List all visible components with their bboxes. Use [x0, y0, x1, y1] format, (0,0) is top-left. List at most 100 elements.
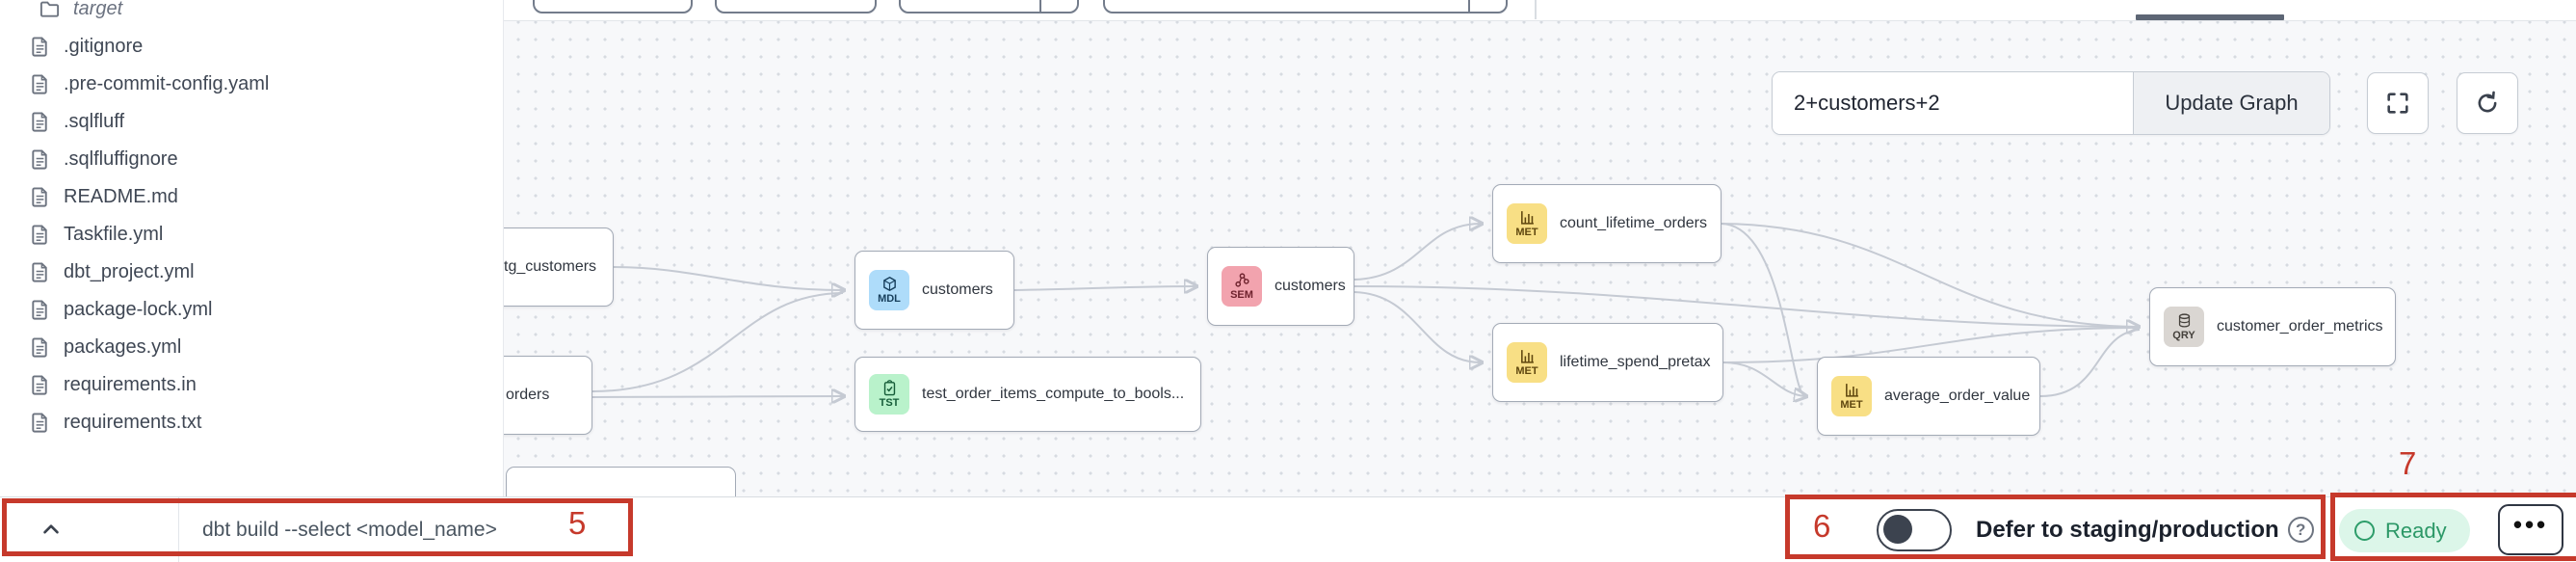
file-label: .pre-commit-config.yaml [64, 73, 270, 94]
edge [591, 396, 843, 397]
lineage-node-lifetime_spend_pretax[interactable]: MET lifetime_spend_pretax [1492, 323, 1723, 402]
active-tab-indicator [2136, 14, 2284, 20]
node-label: customers [922, 281, 993, 298]
file-row-package-lock-yml[interactable]: package-lock.yml [0, 291, 503, 329]
bottom-command-bar: dbt build --select <model_name> Defer to… [0, 496, 2576, 562]
file-row--sqlfluffignore[interactable]: .sqlfluffignore [0, 141, 503, 178]
file-icon [29, 148, 51, 171]
saved-query-icon: QRY [2164, 307, 2204, 347]
file-row-readme-md[interactable]: README.md [0, 178, 503, 216]
help-icon[interactable]: ? [2287, 517, 2314, 543]
file-list: target .gitignore .pre-commit-config.yaml.… [0, 0, 503, 442]
node-label: test_order_items_compute_to_bools... [922, 386, 1185, 402]
status-badge: Ready [2339, 509, 2470, 552]
lineage-node-test_order_items[interactable]: TST test_order_items_compute_to_bools... [854, 357, 1201, 432]
lineage-node-count_lifetime_orders[interactable]: MET count_lifetime_orders [1492, 184, 1722, 263]
file-row-target[interactable]: target [0, 0, 503, 28]
edge [613, 266, 843, 290]
status-ring-icon [2354, 521, 2375, 541]
edge [1354, 285, 2138, 327]
ellipsis-icon: ••• [2512, 509, 2549, 539]
lineage-node-average_order_value[interactable]: MET average_order_value [1817, 357, 2040, 436]
lineage-edges [591, 0, 2576, 496]
node-label: lifetime_spend_pretax [1560, 354, 1711, 370]
file-icon [29, 111, 51, 133]
toolbar-button-cutoff[interactable] [715, 0, 877, 13]
model-icon: MDL [869, 270, 909, 310]
file-label: .sqlfluff [64, 111, 124, 132]
file-row-taskfile-yml[interactable]: Taskfile.yml [0, 216, 503, 254]
edge [591, 292, 844, 392]
file-label: .gitignore [64, 36, 144, 57]
metric-icon: MET [1831, 376, 1872, 416]
toolbar-button-cutoff[interactable] [533, 0, 693, 13]
file-label: README.md [64, 186, 178, 207]
more-options-button[interactable]: ••• [2498, 504, 2563, 555]
toolbar-button-group-cutoff[interactable] [1103, 0, 1508, 13]
defer-toggle[interactable] [1877, 508, 1952, 551]
panel-divider [1535, 0, 1537, 19]
file-icon [29, 261, 51, 283]
node-label: customers [1275, 278, 1346, 294]
file-row-packages-yml[interactable]: packages.yml [0, 329, 503, 366]
lineage-node-customers_semantic[interactable]: SEM customers [1207, 247, 1354, 326]
file-explorer: target .gitignore .pre-commit-config.yaml.… [0, 0, 504, 496]
defer-label: Defer to staging/production [1976, 516, 2279, 543]
file-row-dbt-project-yml[interactable]: dbt_project.yml [0, 254, 503, 291]
edge [1722, 361, 1806, 397]
edge [1721, 223, 1805, 396]
fullscreen-button[interactable] [2367, 72, 2429, 134]
file-label: requirements.in [64, 374, 197, 395]
dbt-command-input[interactable]: dbt build --select <model_name> [202, 518, 497, 541]
test-icon: TST [869, 374, 909, 415]
metric-icon: MET [1507, 203, 1547, 244]
file-label: .sqlfluffignore [64, 148, 178, 170]
file-icon [29, 374, 51, 396]
fullscreen-icon [2387, 93, 2408, 114]
toolbar-button-divider [1039, 0, 1041, 13]
edge [1722, 327, 2139, 363]
toggle-knob [1883, 515, 1912, 544]
node-label: stg_customers [504, 258, 597, 275]
node-label: orders [506, 387, 550, 403]
file-icon [29, 412, 51, 434]
file-label: target [73, 0, 123, 19]
edge [1013, 286, 1196, 290]
status-badge-label: Ready [2385, 518, 2447, 543]
folder-icon [39, 0, 61, 20]
file-icon [29, 186, 51, 208]
node-label: count_lifetime_orders [1560, 215, 1707, 231]
edge [2039, 329, 2141, 397]
lineage-node-customers_model[interactable]: MDL customers [854, 251, 1014, 330]
file-icon [29, 73, 51, 95]
chevron-up-icon [43, 523, 59, 533]
cutoff-node[interactable] [506, 467, 736, 496]
edge [1721, 223, 2139, 328]
file-label: packages.yml [64, 336, 182, 358]
file-row-requirements-txt[interactable]: requirements.txt [0, 404, 503, 442]
lineage-selector-input[interactable]: 2+customers+2 [1773, 72, 2133, 134]
file-row--gitignore[interactable]: .gitignore [0, 28, 503, 66]
file-icon [29, 36, 51, 58]
edge [1354, 224, 1481, 281]
file-label: package-lock.yml [64, 299, 213, 320]
file-row-requirements-in[interactable]: requirements.in [0, 366, 503, 404]
file-row--sqlfluff[interactable]: .sqlfluff [0, 103, 503, 141]
toolbar-button-divider [1468, 0, 1470, 13]
refresh-icon [2478, 91, 2497, 113]
metric-icon: MET [1507, 342, 1547, 383]
file-icon [29, 224, 51, 246]
file-row--pre-commit-config-yaml[interactable]: .pre-commit-config.yaml [0, 66, 503, 103]
lineage-node-stg_customers[interactable]: MDLstg_customers [504, 227, 614, 307]
refresh-button[interactable] [2457, 72, 2518, 134]
lineage-selector-group: 2+customers+2 Update Graph [1772, 71, 2330, 135]
expand-command-drawer-button[interactable] [0, 497, 178, 562]
semantic-model-icon: SEM [1222, 266, 1262, 307]
file-label: Taskfile.yml [64, 224, 164, 245]
canvas-top-strip [504, 0, 2576, 21]
node-label: average_order_value [1884, 388, 2031, 404]
update-graph-button[interactable]: Update Graph [2133, 72, 2329, 134]
lineage-node-orders[interactable]: MDLorders [504, 356, 592, 435]
toolbar-button-group-cutoff[interactable] [899, 0, 1079, 13]
